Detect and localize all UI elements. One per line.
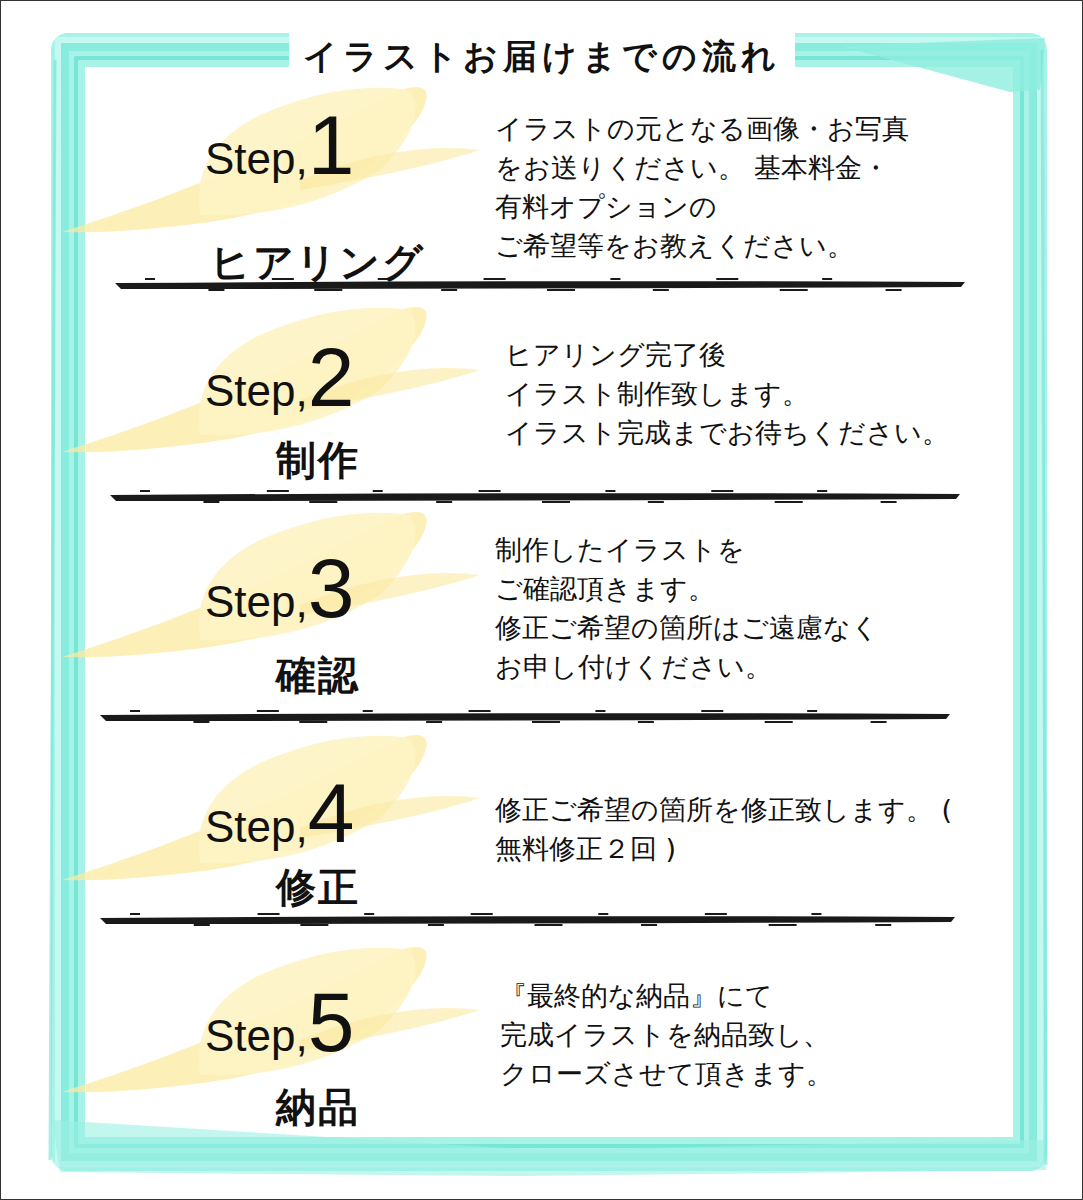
step-band: Step,2 制作 ヒアリング完了後 イラスト制作致します。 イラスト完成までお待ち…	[0, 305, 1083, 495]
brush-speck	[716, 278, 738, 280]
step-heading: Step,5	[205, 980, 354, 1064]
brush-speck	[484, 278, 506, 280]
brush-speck	[875, 924, 891, 926]
brush-speck	[471, 913, 493, 915]
brush-speck	[817, 490, 827, 492]
step-description: ヒアリング完了後 イラスト制作致します。 イラスト完成までお待ちください。	[505, 335, 975, 452]
step-description: イラストの元となる画像・お写真 をお送りください。 基本料金・有料オプションの …	[495, 109, 965, 266]
yellow-stroke	[199, 308, 416, 436]
step-label: 制作	[190, 433, 445, 488]
step-word: Step,	[205, 577, 308, 627]
brush-speck	[193, 721, 209, 723]
brush-speck	[605, 490, 615, 492]
brush-speck	[811, 913, 821, 915]
brush-speck	[598, 913, 608, 915]
yellow-stroke	[199, 736, 416, 864]
step-number: 3	[308, 546, 355, 630]
step-number: 2	[308, 335, 355, 419]
brush-speck	[711, 490, 733, 492]
brush-speck	[267, 490, 289, 492]
brush-speck	[145, 278, 155, 280]
brush-speck	[194, 924, 210, 926]
brush-speck	[299, 721, 327, 723]
brush-speck	[780, 289, 808, 291]
step-band: Step,3 確認制作したイラストを ご確認頂きます。 修正ご希望の箇所はご遠慮な…	[0, 520, 1083, 710]
brush-speck	[203, 501, 219, 503]
brush-speck	[871, 721, 887, 723]
brush-speck	[436, 501, 452, 503]
step-description: 制作したイラストを ご確認頂きます。 修正ご希望の箇所はご遠慮なく お申し付けく…	[495, 530, 965, 687]
brush-speck	[886, 289, 902, 291]
step-band: Step,5納品『最終的な納品』にて 完成イラストを納品致し、 クローズさせて頂…	[0, 940, 1083, 1130]
step-word: Step,	[205, 1011, 308, 1061]
brush-speck	[314, 289, 342, 291]
brush-speck	[638, 721, 654, 723]
brush-speck	[363, 710, 373, 712]
brush-speck	[705, 913, 727, 915]
brush-speck	[701, 710, 723, 712]
step-heading: Step,2	[205, 335, 354, 419]
step-description: 『最終的な納品』にて 完成イラストを納品致し、 クローズさせて頂きます。	[500, 976, 970, 1093]
yellow-stroke	[199, 88, 416, 216]
brush-speck	[535, 924, 563, 926]
brush-speck	[641, 924, 657, 926]
step-label: 納品	[190, 1080, 445, 1135]
brush-speck	[426, 721, 442, 723]
brush-speck	[309, 501, 337, 503]
brush-speck	[479, 490, 501, 492]
brush-speck	[542, 501, 570, 503]
brush-speck	[822, 278, 832, 280]
yellow-stroke	[199, 513, 416, 641]
step-heading: Step,1	[205, 103, 354, 187]
brush-speck	[300, 924, 328, 926]
yellow-brush	[62, 87, 480, 1092]
brush-speck	[765, 721, 793, 723]
brush-speck	[130, 913, 140, 915]
brush-speck	[769, 924, 797, 926]
brush-speck	[648, 501, 664, 503]
teal-frame	[50, 38, 1046, 1176]
step-label: 確認	[190, 648, 445, 703]
brush-speck	[428, 924, 444, 926]
brush-speck	[595, 710, 605, 712]
divider-line	[110, 493, 960, 501]
brush-speck	[547, 289, 575, 291]
step-label: 修正	[190, 860, 445, 915]
step-word: Step,	[205, 366, 308, 416]
brush-speck	[130, 710, 140, 712]
brush-speck	[258, 913, 280, 915]
diagram-title: イラストお届けまでの流れ	[289, 32, 795, 82]
step-band: Step,1ヒアリングイラストの元となる画像・お写真 をお送りください。 基本料…	[0, 95, 1083, 285]
brush-speck	[610, 278, 620, 280]
step-number: 4	[308, 771, 355, 855]
step-word: Step,	[205, 134, 308, 184]
step-word: Step,	[205, 802, 308, 852]
step-band: Step,4修正修正ご希望の箇所を修正致します。 ( 無料修正２回 )	[0, 735, 1083, 925]
step-heading: Step,4	[205, 771, 354, 855]
step-number: 1	[308, 103, 355, 187]
brush-speck	[208, 289, 224, 291]
brush-speck	[373, 490, 383, 492]
brush-speck	[881, 501, 897, 503]
divider-line	[100, 713, 950, 721]
brush-speck	[807, 710, 817, 712]
brush-speck	[469, 710, 491, 712]
yellow-stroke	[199, 948, 416, 1076]
brush-speck	[257, 710, 279, 712]
title-wrap: イラストお届けまでの流れ	[0, 32, 1083, 82]
step-heading: Step,3	[205, 546, 354, 630]
brush-speck	[140, 490, 150, 492]
step-number: 5	[308, 980, 355, 1064]
brush-speck	[441, 289, 457, 291]
brush-speck	[775, 501, 803, 503]
step-label: ヒアリング	[190, 235, 445, 290]
brush-speck	[532, 721, 560, 723]
step-description: 修正ご希望の箇所を修正致します。 ( 無料修正２回 )	[495, 790, 965, 868]
brush-divider	[100, 278, 965, 926]
brush-speck	[653, 289, 669, 291]
divider-line	[100, 916, 955, 924]
brush-speck	[364, 913, 374, 915]
